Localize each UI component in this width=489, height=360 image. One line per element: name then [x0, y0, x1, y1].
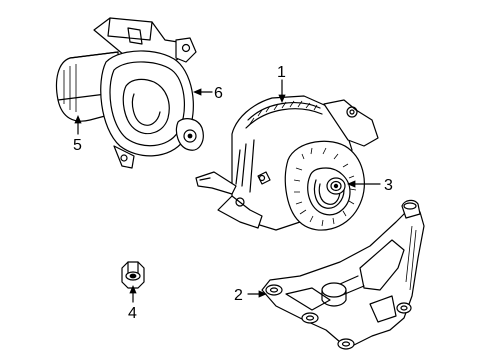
callout-4: 4	[128, 305, 137, 322]
callout-3: 3	[384, 177, 393, 194]
callout-5: 5	[73, 137, 82, 154]
part-1-alternator	[195, 95, 379, 231]
leader-lines	[74, 79, 381, 303]
part-2-bracket	[261, 199, 425, 350]
callout-6: 6	[214, 85, 223, 102]
part-4-nut	[121, 261, 145, 289]
callout-1: 1	[277, 64, 286, 81]
part-6-motor-housing	[55, 17, 204, 169]
callout-2: 2	[234, 287, 243, 304]
